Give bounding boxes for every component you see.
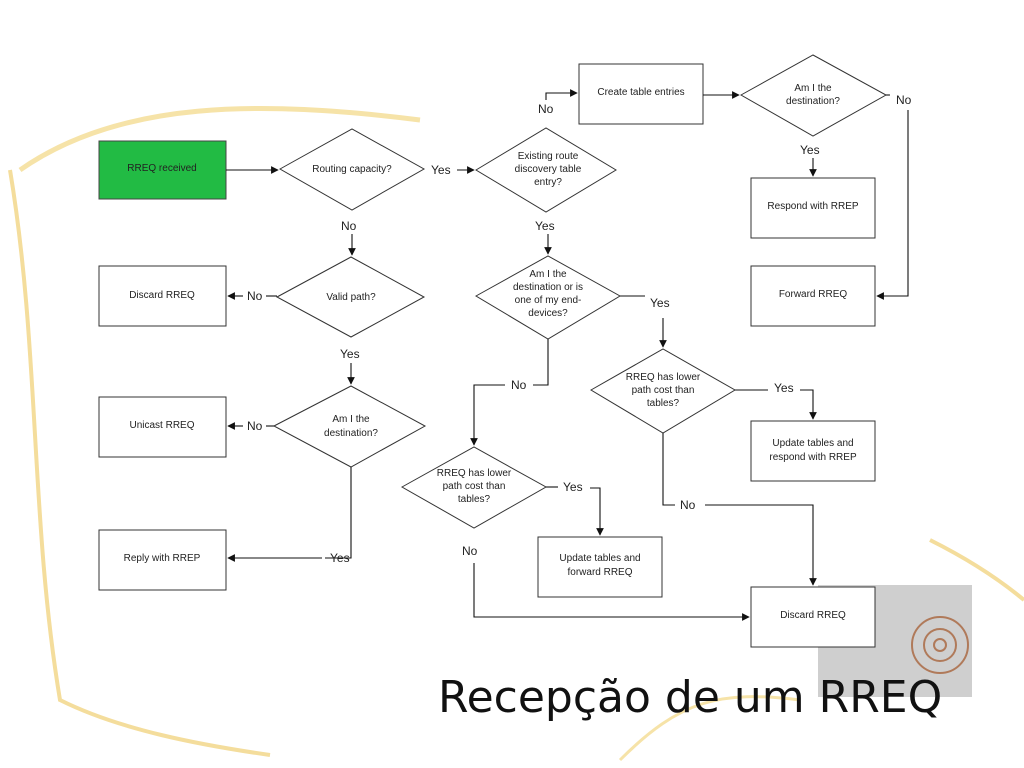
slide-title: Recepção de um RREQ — [438, 672, 943, 723]
edge-dest-top-no-path — [876, 110, 909, 300]
node-forward-rreq: Forward RREQ — [750, 265, 876, 327]
svg-text:forward RREQ: forward RREQ — [567, 567, 632, 578]
svg-text:path cost than: path cost than — [443, 481, 506, 492]
label-dest-end-yes: Yes — [650, 296, 670, 310]
edge-lower-right-no-path — [705, 504, 817, 586]
label-capacity-no: No — [341, 219, 357, 233]
svg-text:Am I the: Am I the — [529, 269, 567, 280]
label-dest-left-yes: Yes — [330, 551, 350, 565]
edge-existing-no — [545, 89, 578, 100]
svg-text:Update tables and: Update tables and — [772, 438, 853, 449]
svg-text:Discard RREQ: Discard RREQ — [780, 610, 846, 621]
node-discard-rreq-left: Discard RREQ — [98, 265, 227, 327]
svg-text:path cost than: path cost than — [632, 385, 695, 396]
node-respond-with-rrep: Respond with RREP — [750, 177, 876, 239]
svg-text:RREQ has lower: RREQ has lower — [626, 372, 701, 383]
svg-text:tables?: tables? — [647, 398, 680, 409]
label-dest-left-no: No — [247, 419, 263, 433]
svg-text:Valid path?: Valid path? — [326, 292, 376, 303]
label-lower-mid-yes: Yes — [563, 480, 583, 494]
node-unicast-rreq: Unicast RREQ — [98, 396, 227, 458]
svg-text:devices?: devices? — [528, 308, 568, 319]
node-am-i-destination-top: Am I the destination? — [739, 54, 888, 137]
svg-text:Am I the: Am I the — [332, 414, 370, 425]
node-update-tables-respond: Update tables and respond with RREP — [750, 420, 876, 482]
edge-dest-end-no — [533, 339, 549, 386]
svg-text:RREQ has lower: RREQ has lower — [437, 468, 512, 479]
svg-text:Discard RREQ: Discard RREQ — [129, 290, 195, 301]
svg-text:one of my end-: one of my end- — [515, 295, 582, 306]
label-lower-right-yes: Yes — [774, 381, 794, 395]
svg-text:discovery table: discovery table — [515, 164, 582, 175]
decorative-curve-left — [18, 106, 421, 173]
svg-text:respond with RREP: respond with RREP — [769, 452, 857, 463]
svg-text:RREQ received: RREQ received — [127, 163, 196, 174]
edge-dest-end-no-path — [470, 384, 505, 446]
label-dest-top-yes: Yes — [800, 143, 820, 157]
svg-text:Respond with RREP: Respond with RREP — [767, 201, 858, 212]
label-dest-end-no: No — [511, 378, 527, 392]
decorative-curve-bottom — [618, 695, 801, 762]
label-existing-yes: Yes — [535, 219, 555, 233]
svg-text:Update tables and: Update tables and — [559, 553, 640, 564]
node-create-table-entries: Create table entries — [578, 63, 704, 125]
node-update-tables-forward: Update tables and forward RREQ — [537, 536, 663, 598]
decorative-spiral-core — [933, 638, 947, 652]
svg-text:Create table entries: Create table entries — [597, 87, 684, 98]
label-valid-yes: Yes — [340, 347, 360, 361]
node-rreq-received: RREQ received — [98, 140, 227, 200]
node-routing-capacity: Routing capacity? — [278, 128, 426, 211]
svg-text:Am I the: Am I the — [794, 83, 832, 94]
node-am-i-destination-or-end-device: Am I the destination or is one of my end… — [474, 255, 622, 340]
decorative-spiral — [911, 616, 969, 674]
svg-text:destination?: destination? — [324, 428, 378, 439]
edge-dest-left-yes — [325, 467, 352, 559]
decorative-spiral-inner — [923, 628, 957, 662]
svg-text:Reply with RREP: Reply with RREP — [124, 553, 201, 564]
label-valid-no: No — [247, 289, 263, 303]
label-lower-right-no: No — [680, 498, 696, 512]
node-discard-rreq-bottom: Discard RREQ — [750, 586, 876, 648]
svg-text:Unicast RREQ: Unicast RREQ — [129, 420, 194, 431]
label-capacity-yes: Yes — [431, 163, 451, 177]
decorative-curve-right — [929, 538, 1024, 602]
svg-text:Existing route: Existing route — [518, 151, 579, 162]
node-valid-path: Valid path? — [275, 256, 426, 338]
edge-lower-right-no — [662, 433, 675, 506]
svg-text:Routing capacity?: Routing capacity? — [312, 164, 392, 175]
svg-text:entry?: entry? — [534, 177, 562, 188]
node-rreq-lower-cost-right: RREQ has lower path cost than tables? — [590, 348, 736, 434]
node-reply-with-rrep: Reply with RREP — [98, 529, 227, 591]
label-existing-no: No — [538, 102, 554, 116]
edge-lower-mid-yes-path — [590, 487, 604, 536]
svg-text:Forward RREQ: Forward RREQ — [779, 289, 848, 300]
node-am-i-destination-left: Am I the destination? — [272, 385, 427, 468]
decorative-curve-left-edge — [8, 169, 271, 757]
svg-text:destination or is: destination or is — [513, 282, 583, 293]
svg-text:destination?: destination? — [786, 96, 840, 107]
edge-lower-right-yes-path — [800, 389, 817, 420]
node-rreq-lower-cost-middle: RREQ has lower path cost than tables? — [400, 446, 548, 529]
edge-lower-mid-no — [473, 563, 750, 621]
label-lower-mid-no: No — [462, 544, 478, 558]
svg-text:tables?: tables? — [458, 494, 491, 505]
node-existing-route: Existing route discovery table entry? — [475, 127, 617, 213]
label-dest-top-no: No — [896, 93, 912, 107]
